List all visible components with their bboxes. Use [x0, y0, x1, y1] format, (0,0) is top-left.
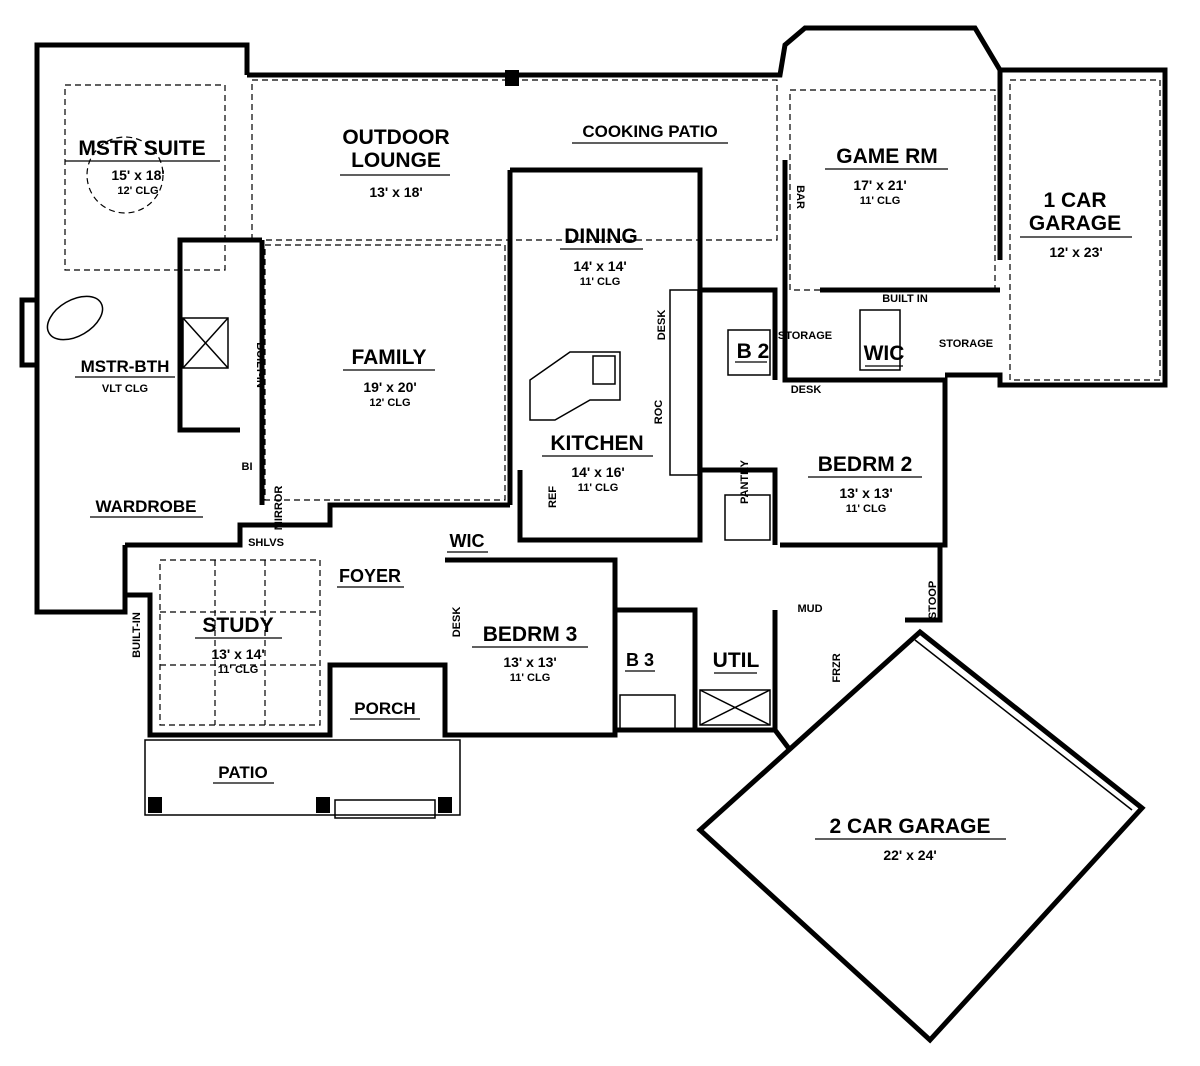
annotations: BUILT IN BAR BUILT-IN BUILT-IN DESK DESK… [131, 185, 939, 683]
room-name: FOYER [339, 566, 401, 586]
fixtures [46, 289, 901, 731]
room-study: STUDY 13' x 14' 11' CLG [195, 614, 282, 676]
room-name: WIC [864, 342, 905, 365]
room-cooking-patio: COOKING PATIO [572, 122, 728, 144]
shelves-label: SHLVS [248, 537, 284, 549]
desk-label: DESK [791, 384, 822, 396]
room-name: PORCH [354, 699, 415, 718]
room-kitchen: KITCHEN 14' x 16' 11' CLG [542, 432, 653, 494]
bar-label: BAR [794, 185, 806, 209]
built-in-label: BUILT-IN [131, 612, 143, 658]
mirror-label: MIRROR [273, 486, 285, 531]
room-ceiling: 12' CLG [369, 397, 410, 409]
room-name: OUTDOOR [342, 126, 449, 149]
desk-label: DESK [451, 607, 463, 638]
room-ceiling: 11' CLG [510, 672, 551, 684]
room-wic-lower: WIC [447, 531, 488, 553]
room-two-car-garage: 2 CAR GARAGE 22' x 24' [815, 815, 1006, 863]
room-foyer: FOYER [337, 566, 404, 588]
room-storage-left: STORAGE [778, 330, 832, 342]
bi-label: BI [242, 461, 253, 473]
mud-label: MUD [797, 603, 822, 615]
desk-label: DESK [656, 310, 668, 341]
room-mstr-bth: MSTR-BTH VLT CLG [75, 357, 175, 395]
room-outdoor-lounge: OUTDOOR LOUNGE 13' x 18' [340, 126, 450, 200]
room-name: 2 CAR GARAGE [829, 815, 990, 838]
room-name: GAME RM [836, 145, 938, 168]
room-size: 14' x 14' [573, 258, 626, 274]
room-size: 14' x 16' [571, 464, 624, 480]
room-name: 1 CAR [1043, 189, 1106, 212]
room-size: 13' x 13' [839, 485, 892, 501]
room-name: FAMILY [351, 346, 426, 369]
room-size: 13' x 18' [369, 184, 422, 200]
pantry-label: PANTRY [739, 459, 751, 504]
room-size: 13' x 14' [211, 646, 264, 662]
room-ceiling: 11' CLG [218, 664, 259, 676]
room-wic-upper: WIC [864, 342, 905, 367]
room-ceiling: 11' CLG [578, 482, 619, 494]
room-util: UTIL [713, 649, 760, 674]
room-name: MSTR-BTH [81, 357, 170, 376]
room-b2: B 2 [735, 340, 769, 363]
room-size: 15' x 18' [111, 167, 164, 183]
room-wardrobe: WARDROBE [90, 497, 203, 518]
room-size: 17' x 21' [853, 177, 906, 193]
room-size: 12' x 23' [1049, 244, 1102, 260]
room-game-rm: GAME RM 17' x 21' 11' CLG [825, 145, 948, 207]
room-name: MSTR SUITE [78, 137, 205, 160]
room-ceiling: VLT CLG [102, 383, 148, 395]
room-ceiling: 12' CLG [117, 185, 158, 197]
stoop-label: STOOP [927, 581, 939, 619]
roc-label: ROC [653, 400, 665, 425]
room-name: GARAGE [1029, 212, 1121, 235]
room-name: WIC [450, 531, 485, 551]
room-name: STUDY [202, 614, 273, 637]
room-porch: PORCH [350, 699, 420, 720]
built-in-label: BUILT-IN [254, 342, 266, 388]
room-name: BEDRM 3 [483, 623, 578, 646]
room-name: STORAGE [939, 338, 993, 350]
ref-label: REF [547, 486, 559, 508]
room-name: WARDROBE [95, 497, 196, 516]
room-ceiling: 11' CLG [580, 276, 621, 288]
room-family: FAMILY 19' x 20' 12' CLG [343, 346, 435, 409]
covered-areas [64, 70, 1161, 819]
room-name: DINING [564, 225, 638, 248]
two-car-garage-walls [696, 628, 1146, 1044]
room-bedrm2: BEDRM 2 13' x 13' 11' CLG [808, 453, 922, 515]
room-storage-right: STORAGE [939, 338, 993, 350]
room-one-car-garage: 1 CAR GARAGE 12' x 23' [1020, 189, 1132, 260]
room-bedrm3: BEDRM 3 13' x 13' 11' CLG [472, 623, 588, 684]
room-name: STORAGE [778, 330, 832, 342]
room-name: LOUNGE [351, 149, 441, 172]
room-name: BEDRM 2 [818, 453, 913, 476]
room-b3: B 3 [625, 650, 655, 672]
built-in-label: BUILT IN [882, 293, 928, 305]
room-name: PATIO [218, 763, 267, 782]
room-name: COOKING PATIO [582, 122, 717, 141]
room-name: B 3 [626, 650, 654, 670]
room-patio: PATIO [213, 763, 274, 784]
room-size: 19' x 20' [363, 379, 416, 395]
freezer-label: FRZR [831, 653, 843, 682]
exterior-walls [19, 25, 1168, 752]
room-name: UTIL [713, 649, 760, 672]
room-name: KITCHEN [550, 432, 643, 455]
room-ceiling: 11' CLG [846, 503, 887, 515]
room-ceiling: 11' CLG [860, 195, 901, 207]
room-size: 13' x 13' [503, 654, 556, 670]
room-dining: DINING 14' x 14' 11' CLG [560, 225, 643, 288]
room-size: 22' x 24' [883, 847, 936, 863]
room-name: B 2 [737, 340, 770, 363]
room-mstr-suite: MSTR SUITE 15' x 18' 12' CLG [65, 137, 220, 197]
